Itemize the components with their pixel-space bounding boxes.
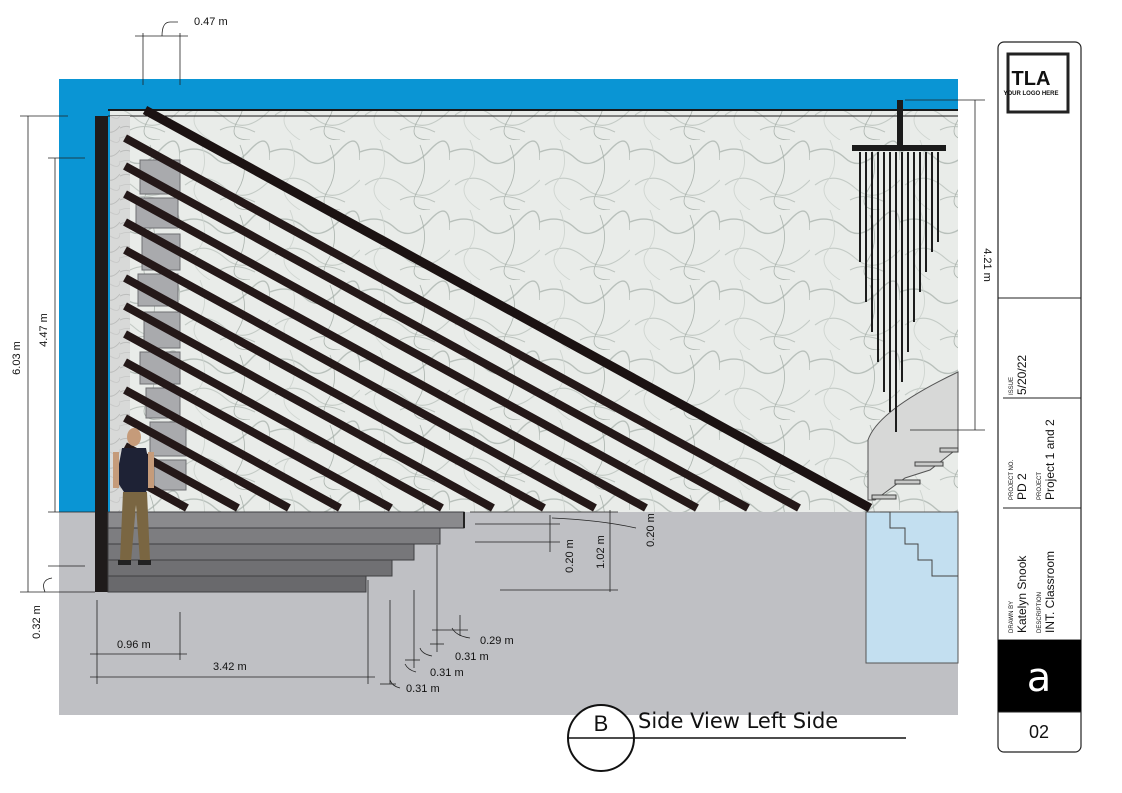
dim-stair-rise: 1.02 m [595, 535, 607, 569]
chandelier [852, 100, 946, 432]
dim-wall-height: 4.47 m [38, 313, 50, 347]
dim-tread-c: 0.31 m [430, 667, 464, 679]
view-marker: B [567, 704, 906, 772]
person-figure [113, 428, 154, 565]
diagonal-beam [123, 386, 342, 512]
diagonal-beam [123, 190, 699, 512]
project-no-label: PROJECT NO. [1009, 459, 1015, 500]
project-no: PD 2 [1015, 473, 1029, 500]
logo-subtext: YOUR LOGO HERE [1003, 91, 1058, 97]
project-label: PROJECT [1037, 472, 1043, 500]
diagonal-beam [123, 274, 546, 512]
description-label: DESCRIPTION [1037, 592, 1043, 633]
diagonal-beams [123, 134, 801, 512]
diagonal-edge [142, 106, 873, 512]
view-marker-letter: B [594, 711, 609, 736]
diagonal-beam [123, 358, 393, 512]
dim-tread-b: 0.31 m [455, 651, 489, 663]
diagonal-beam [123, 162, 750, 512]
diagonal-beam [123, 134, 801, 512]
slide-structure [867, 371, 959, 501]
dim-top-width: 0.47 m [194, 16, 228, 28]
drawn-by-label: DRAWN BY [1009, 601, 1015, 633]
view-title: Side View Left Side [638, 709, 838, 733]
dim-stair-run: 3.42 m [213, 661, 247, 673]
stair-steps [107, 511, 465, 593]
sheet-number: 02 [1029, 722, 1049, 742]
diagonal-beam [123, 246, 597, 512]
project-name: Project 1 and 2 [1043, 419, 1057, 500]
drawn-by: Katelyn Snook [1015, 555, 1029, 633]
dim-first-step: 0.96 m [117, 639, 151, 651]
issue-date: 5/20/22 [1015, 355, 1029, 395]
diagonal-beam [123, 218, 648, 512]
dim-base-offset: 0.32 m [31, 605, 43, 639]
issue-label: ISSUE [1009, 377, 1015, 395]
slide-treads [871, 447, 959, 500]
dim-tread-a: 0.29 m [480, 635, 514, 647]
dim-tread-d: 0.31 m [406, 683, 440, 695]
dim-chandelier-height: 4.21 m [981, 248, 993, 282]
pool [865, 511, 959, 664]
dim-overall-height: 6.03 m [11, 341, 23, 375]
diagonal-beam [123, 414, 291, 512]
description: INT. Classroom [1043, 551, 1057, 633]
stone-column [110, 116, 130, 512]
logo-frame [1006, 52, 1070, 114]
dim-riser-b: 0.20 m [645, 513, 657, 547]
wall-post [95, 116, 108, 592]
dimension-lines [20, 21, 985, 689]
pool-steps [880, 511, 958, 577]
sheet-letter-panel [998, 640, 1081, 712]
diagonal-beam [123, 330, 444, 512]
sheet-letter: a [1027, 655, 1052, 701]
dim-riser-a: 0.20 m [564, 539, 576, 573]
logo-text: TLA [1012, 68, 1051, 90]
diagonal-beam [123, 302, 495, 512]
title-block: TLA YOUR LOGO HERE [997, 41, 1082, 753]
